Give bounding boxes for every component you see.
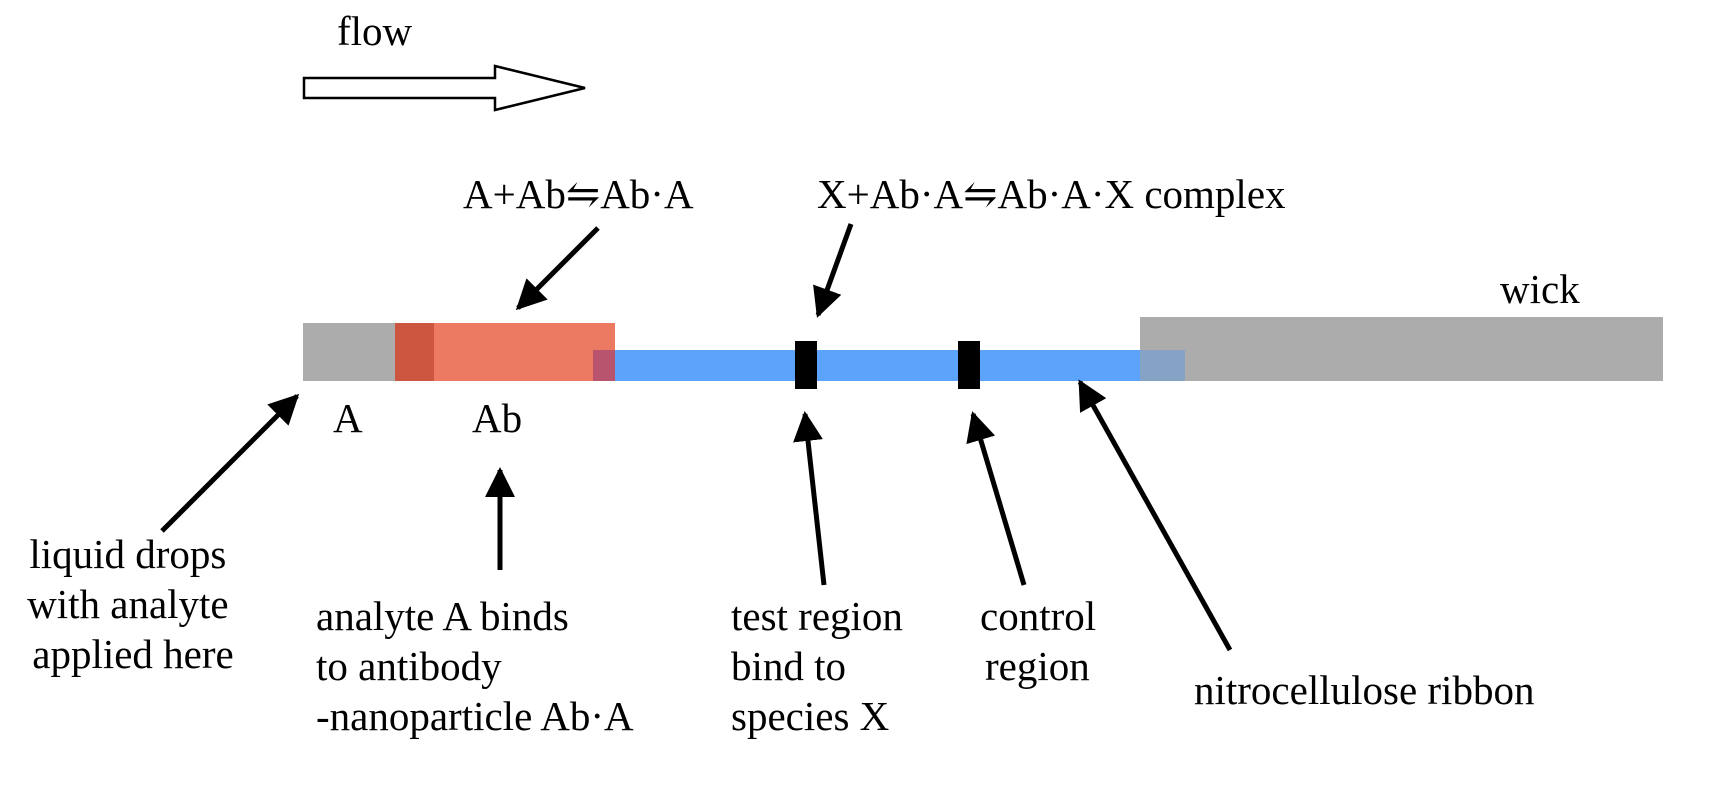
test-line-band [795, 341, 817, 389]
conjugate-callout-line: -nanoparticle Ab·A [316, 693, 634, 739]
control-callout-line: control [980, 593, 1096, 639]
sample-callout-line: with analyte [27, 581, 229, 627]
arrow-from-test-region [793, 411, 827, 586]
wick-pad [1140, 317, 1663, 381]
flow-arrow-icon [302, 64, 586, 112]
conjugate-callout: analyte A binds to antibody -nanoparticl… [316, 593, 634, 739]
control-line-band [958, 341, 980, 389]
sample-callout: liquid drops with analyte applied here [27, 531, 239, 677]
sample-callout-line: applied here [32, 631, 233, 677]
reaction-complex-formation: X+Ab·A⇋Ab·A·X complex [817, 171, 1286, 217]
sample-pad [303, 323, 395, 381]
pad-ab-label: Ab [472, 395, 522, 441]
arrow-to-test-line [813, 223, 854, 318]
control-region-callout: control region [980, 593, 1106, 689]
test-region-callout: test region bind to species X [731, 593, 913, 739]
reaction-antibody-binding: A+Ab⇋Ab·A [463, 171, 694, 217]
test-callout-line: test region [731, 593, 903, 639]
conjugate-callout-line: to antibody [316, 643, 502, 689]
control-callout-line: region [985, 643, 1090, 689]
nitrocellulose-ribbon [593, 350, 1185, 381]
arrow-from-ribbon-label [1077, 379, 1233, 652]
sample-callout-line: liquid drops [29, 531, 226, 577]
pad-a-label: A [333, 395, 363, 441]
test-callout-line: bind to [731, 643, 846, 689]
flow-label: flow [337, 8, 413, 54]
conjugate-callout-line: analyte A binds [316, 593, 569, 639]
conjugate-sample-overlap [395, 323, 434, 381]
test-callout-line: species X [731, 693, 889, 739]
wick-label: wick [1500, 266, 1580, 312]
ribbon-wick-overlap [1140, 350, 1185, 381]
conjugate-ribbon-overlap [593, 350, 615, 381]
ribbon-callout: nitrocellulose ribbon [1194, 667, 1534, 713]
arrow-to-sample-pad [160, 393, 300, 533]
arrow-to-conjugate-pad [515, 226, 600, 311]
arrow-from-control-region [966, 411, 1027, 586]
